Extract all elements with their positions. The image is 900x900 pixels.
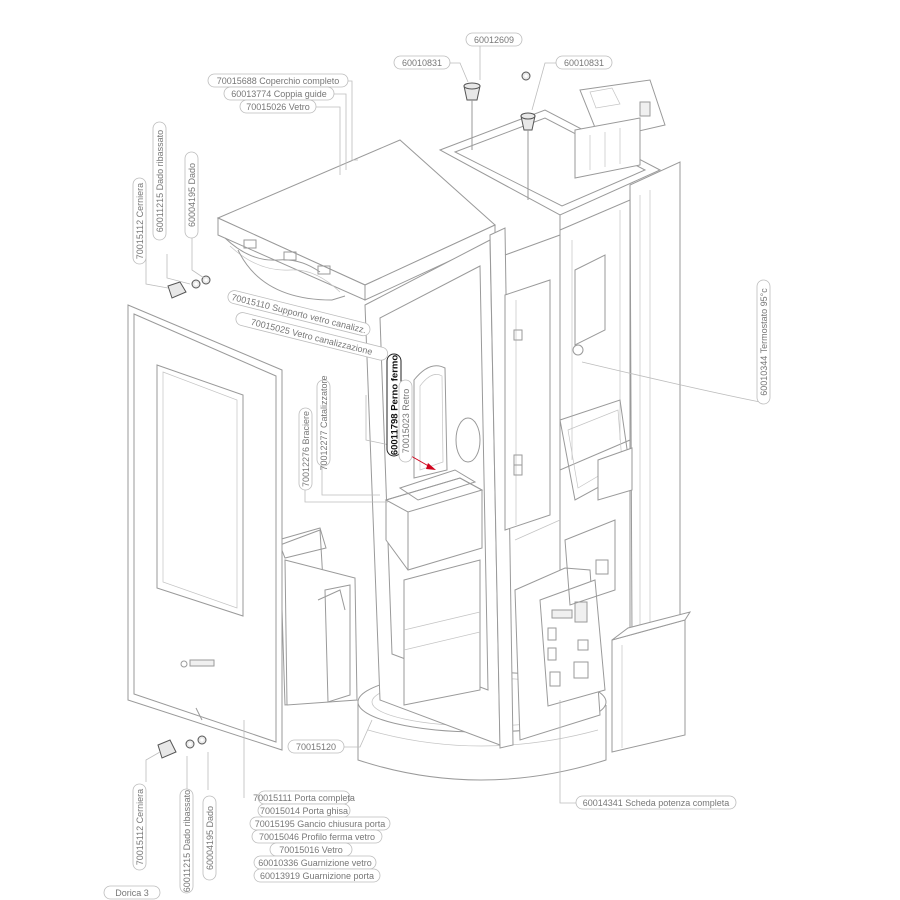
label-top-cap: 60012609	[465, 32, 523, 47]
left-panel	[277, 527, 358, 706]
svg-text:70015014 Porta ghisa: 70015014 Porta ghisa	[260, 806, 348, 816]
label-door-complete: 70015111 Porta completa	[253, 790, 355, 805]
label-cover: 70015688 Coperchio completo	[207, 73, 349, 88]
label-glass-gasket: 60010336 Guarnizione vetro	[253, 855, 377, 870]
right-side-panel	[629, 161, 681, 641]
label-guides: 60013774 Coppia guide	[223, 86, 335, 101]
label-nut-bottom: 60004195 Dado	[202, 795, 217, 881]
front-column	[489, 227, 561, 749]
label-door-glass: 70015016 Vetro	[269, 842, 353, 857]
front-frame	[364, 239, 501, 746]
svg-text:60010831: 60010831	[564, 58, 604, 68]
svg-text:60013919 Guarnizione porta: 60013919 Guarnizione porta	[260, 871, 374, 881]
label-model: Dorica 3	[103, 885, 161, 900]
label-knob-left: 60010831	[393, 55, 451, 70]
svg-text:70015120: 70015120	[296, 742, 336, 752]
label-thermostat: 60010344 Termostato 95°c	[756, 279, 771, 405]
svg-text:70015195 Gancio chiusura porta: 70015195 Gancio chiusura porta	[255, 819, 386, 829]
svg-text:70012277 Catalizzatore: 70012277 Catalizzatore	[319, 375, 329, 470]
svg-text:70015016 Vetro: 70015016 Vetro	[279, 845, 343, 855]
svg-text:60012609: 60012609	[474, 35, 514, 45]
side-box	[611, 611, 692, 753]
svg-text:60010336 Guarnizione vetro: 60010336 Guarnizione vetro	[258, 858, 372, 868]
label-knob-right: 60010831	[555, 55, 613, 70]
svg-text:70015046 Profilo ferma vetro: 70015046 Profilo ferma vetro	[259, 832, 375, 842]
svg-text:70015112 Cerniera: 70015112 Cerniera	[135, 789, 145, 865]
svg-text:70015111 Porta completa: 70015111 Porta completa	[253, 793, 355, 803]
door-drawing	[127, 304, 283, 751]
pin-arrow-head	[426, 463, 436, 470]
label-door-hook: 70015195 Gancio chiusura porta	[249, 816, 391, 831]
control-panel	[574, 79, 666, 179]
label-glass-top: 70015026 Vetro	[239, 99, 317, 114]
svg-text:60010831: 60010831	[402, 58, 442, 68]
svg-text:70015112 Cerniera: 70015112 Cerniera	[135, 183, 145, 259]
svg-text:60011215 Dado ribassato: 60011215 Dado ribassato	[155, 130, 165, 232]
hinge-set-bottom	[157, 735, 207, 759]
label-power-board: 60014341 Scheda potenza completa	[575, 795, 737, 810]
svg-text:70015026 Vetro: 70015026 Vetro	[246, 102, 310, 112]
svg-text:70015688 Coperchio completo: 70015688 Coperchio completo	[217, 76, 340, 86]
back-frame	[438, 109, 662, 640]
top-cover	[216, 139, 496, 301]
power-board-drawing	[514, 519, 616, 741]
label-back: 70015023 Retro	[398, 379, 413, 463]
svg-text:Dorica 3: Dorica 3	[115, 888, 149, 898]
label-door-profile: 70015046 Profilo ferma vetro	[251, 829, 383, 844]
label-part-base: 70015120	[287, 739, 345, 754]
label-hinge-top: 70015112 Cerniera	[132, 177, 147, 265]
svg-text:60004195 Dado: 60004195 Dado	[205, 806, 215, 870]
svg-text:60011215 Dado ribassato: 60011215 Dado ribassato	[182, 790, 192, 892]
label-catalyst: 70012277 Catalizzatore	[316, 375, 331, 471]
svg-text:60014341 Scheda potenza comple: 60014341 Scheda potenza completa	[583, 798, 730, 808]
label-nut-low-bottom: 60011215 Dado ribassato	[179, 788, 194, 894]
svg-text:60010344 Termostato 95°c: 60010344 Termostato 95°c	[759, 288, 769, 396]
svg-text:70015023 Retro: 70015023 Retro	[401, 389, 411, 454]
label-brazier: 70012276 Braciere	[298, 407, 313, 491]
top-knobs	[463, 71, 536, 200]
label-hinge-bottom: 70015112 Cerniera	[132, 783, 147, 871]
hinge-set-top	[167, 275, 211, 299]
svg-text:70012276 Braciere: 70012276 Braciere	[301, 411, 311, 487]
label-nut-low-top: 60011215 Dado ribassato	[152, 121, 167, 241]
label-door-cast: 70015014 Porta ghisa	[257, 803, 351, 818]
svg-text:60004195 Dado: 60004195 Dado	[187, 163, 197, 227]
label-nut-top: 60004195 Dado	[184, 151, 199, 239]
svg-text:60011798 Perno fermo: 60011798 Perno fermo	[390, 355, 401, 456]
label-door-gasket: 60013919 Guarnizione porta	[253, 868, 381, 883]
svg-text:60013774 Coppia guide: 60013774 Coppia guide	[231, 89, 327, 99]
